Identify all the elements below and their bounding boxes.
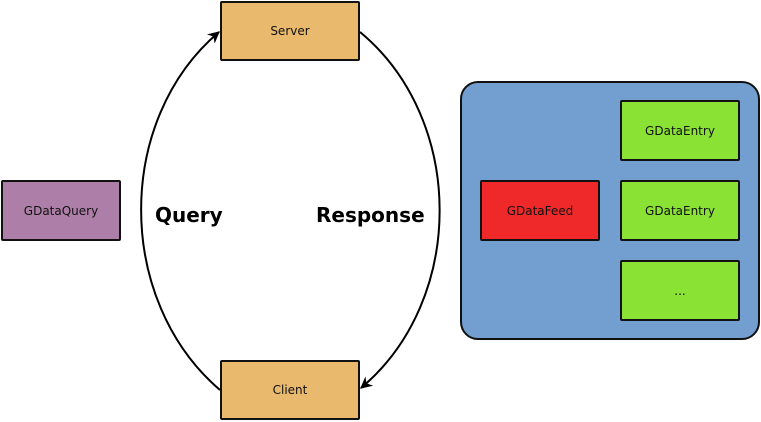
query-arrow bbox=[140, 31, 221, 391]
ellipsis-entry-node: ... bbox=[620, 260, 740, 321]
response-edge-label: Response bbox=[316, 203, 425, 227]
gdataentry-node: GDataEntry bbox=[620, 180, 740, 241]
client-label: Client bbox=[272, 383, 308, 397]
response-arrow bbox=[359, 31, 441, 389]
query-edge-label: Query bbox=[155, 203, 223, 227]
gdatafeed-node: GDataFeed bbox=[480, 180, 600, 241]
gdataquery-node: GDataQuery bbox=[1, 180, 121, 241]
server-node: Server bbox=[220, 1, 360, 61]
server-label: Server bbox=[270, 24, 310, 38]
gdataentry-node: GDataEntry bbox=[620, 100, 740, 161]
gdatafeed-label: GDataFeed bbox=[506, 203, 574, 218]
gdataentry-label: GDataEntry bbox=[645, 203, 715, 218]
ellipsis-label: ... bbox=[674, 283, 686, 298]
client-node: Client bbox=[220, 360, 360, 420]
gdataquery-label: GDataQuery bbox=[23, 203, 99, 218]
gdataentry-label: GDataEntry bbox=[645, 123, 715, 138]
